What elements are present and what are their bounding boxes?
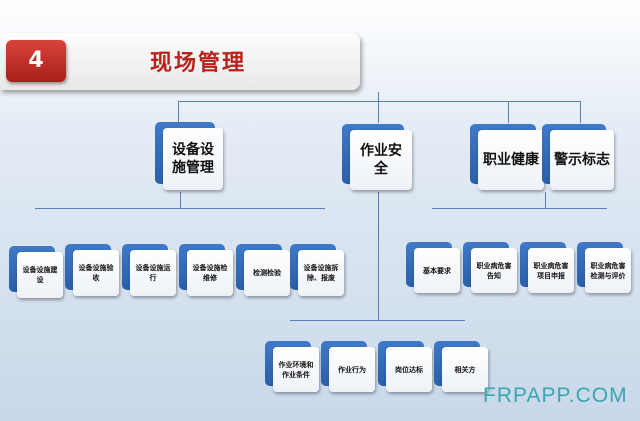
node-label: 设备设施建设 <box>17 252 63 298</box>
watermark: FRPAPP.COM <box>483 384 628 407</box>
node-label: 作业环境和作业条件 <box>273 347 319 392</box>
connector <box>378 192 379 320</box>
connector <box>378 101 379 123</box>
node-label: 作业行为 <box>329 347 375 392</box>
node-label: 职业病危害检测与评价 <box>585 248 631 293</box>
connector <box>178 101 580 102</box>
node-safety-item: 相关方 <box>434 341 488 392</box>
node-health-item: 职业病危害检测与评价 <box>577 242 631 293</box>
node-label: 职业病危害告知 <box>471 248 517 293</box>
node-health-item: 职业病危害告知 <box>463 242 517 293</box>
node-safety-item: 岗位达标 <box>378 341 432 392</box>
node-equipment-item: 设备设施检维修 <box>179 244 233 296</box>
connector <box>378 92 379 102</box>
node-label: 基本要求 <box>414 248 460 293</box>
node-health-item: 职业病危害项目申报 <box>520 242 574 293</box>
node-label: 设备设施拆除、报废 <box>298 250 344 296</box>
node-operation-safety: 作业安全 <box>342 124 412 190</box>
node-label: 设备设施检维修 <box>187 250 233 296</box>
node-equipment-item: 设备设施验收 <box>65 244 119 296</box>
node-safety-item: 作业行为 <box>321 341 375 392</box>
connector <box>580 101 581 123</box>
connector <box>180 192 181 208</box>
connector <box>178 101 179 123</box>
node-equipment-item: 检测检验 <box>236 244 290 296</box>
connector <box>508 101 509 123</box>
node-label: 设备设施运行 <box>130 250 176 296</box>
connector <box>545 192 546 208</box>
node-label: 检测检验 <box>244 250 290 296</box>
node-label: 岗位达标 <box>386 347 432 392</box>
node-warning-signs: 警示标志 <box>542 124 614 190</box>
node-equipment-item: 设备设施建设 <box>9 246 63 298</box>
connector <box>290 320 465 321</box>
section-title-bar: 4 现场管理 <box>0 33 360 90</box>
node-label: 相关方 <box>442 347 488 392</box>
node-label: 作业安全 <box>350 130 412 190</box>
node-equipment-management: 设备设施管理 <box>155 122 223 190</box>
node-label: 设备设施验收 <box>73 250 119 296</box>
section-title: 现场管理 <box>150 51 247 76</box>
node-equipment-item: 设备设施运行 <box>122 244 176 296</box>
node-health-item: 基本要求 <box>406 242 460 293</box>
node-label: 职业病危害项目申报 <box>528 248 574 293</box>
node-occupational-health: 职业健康 <box>470 124 544 190</box>
connector <box>35 208 325 209</box>
node-label: 职业健康 <box>478 130 544 190</box>
section-number: 4 <box>6 40 66 82</box>
node-label: 设备设施管理 <box>163 128 223 190</box>
node-equipment-item: 设备设施拆除、报废 <box>290 244 344 296</box>
node-safety-item: 作业环境和作业条件 <box>265 341 319 392</box>
connector <box>432 208 607 209</box>
node-label: 警示标志 <box>550 130 614 190</box>
